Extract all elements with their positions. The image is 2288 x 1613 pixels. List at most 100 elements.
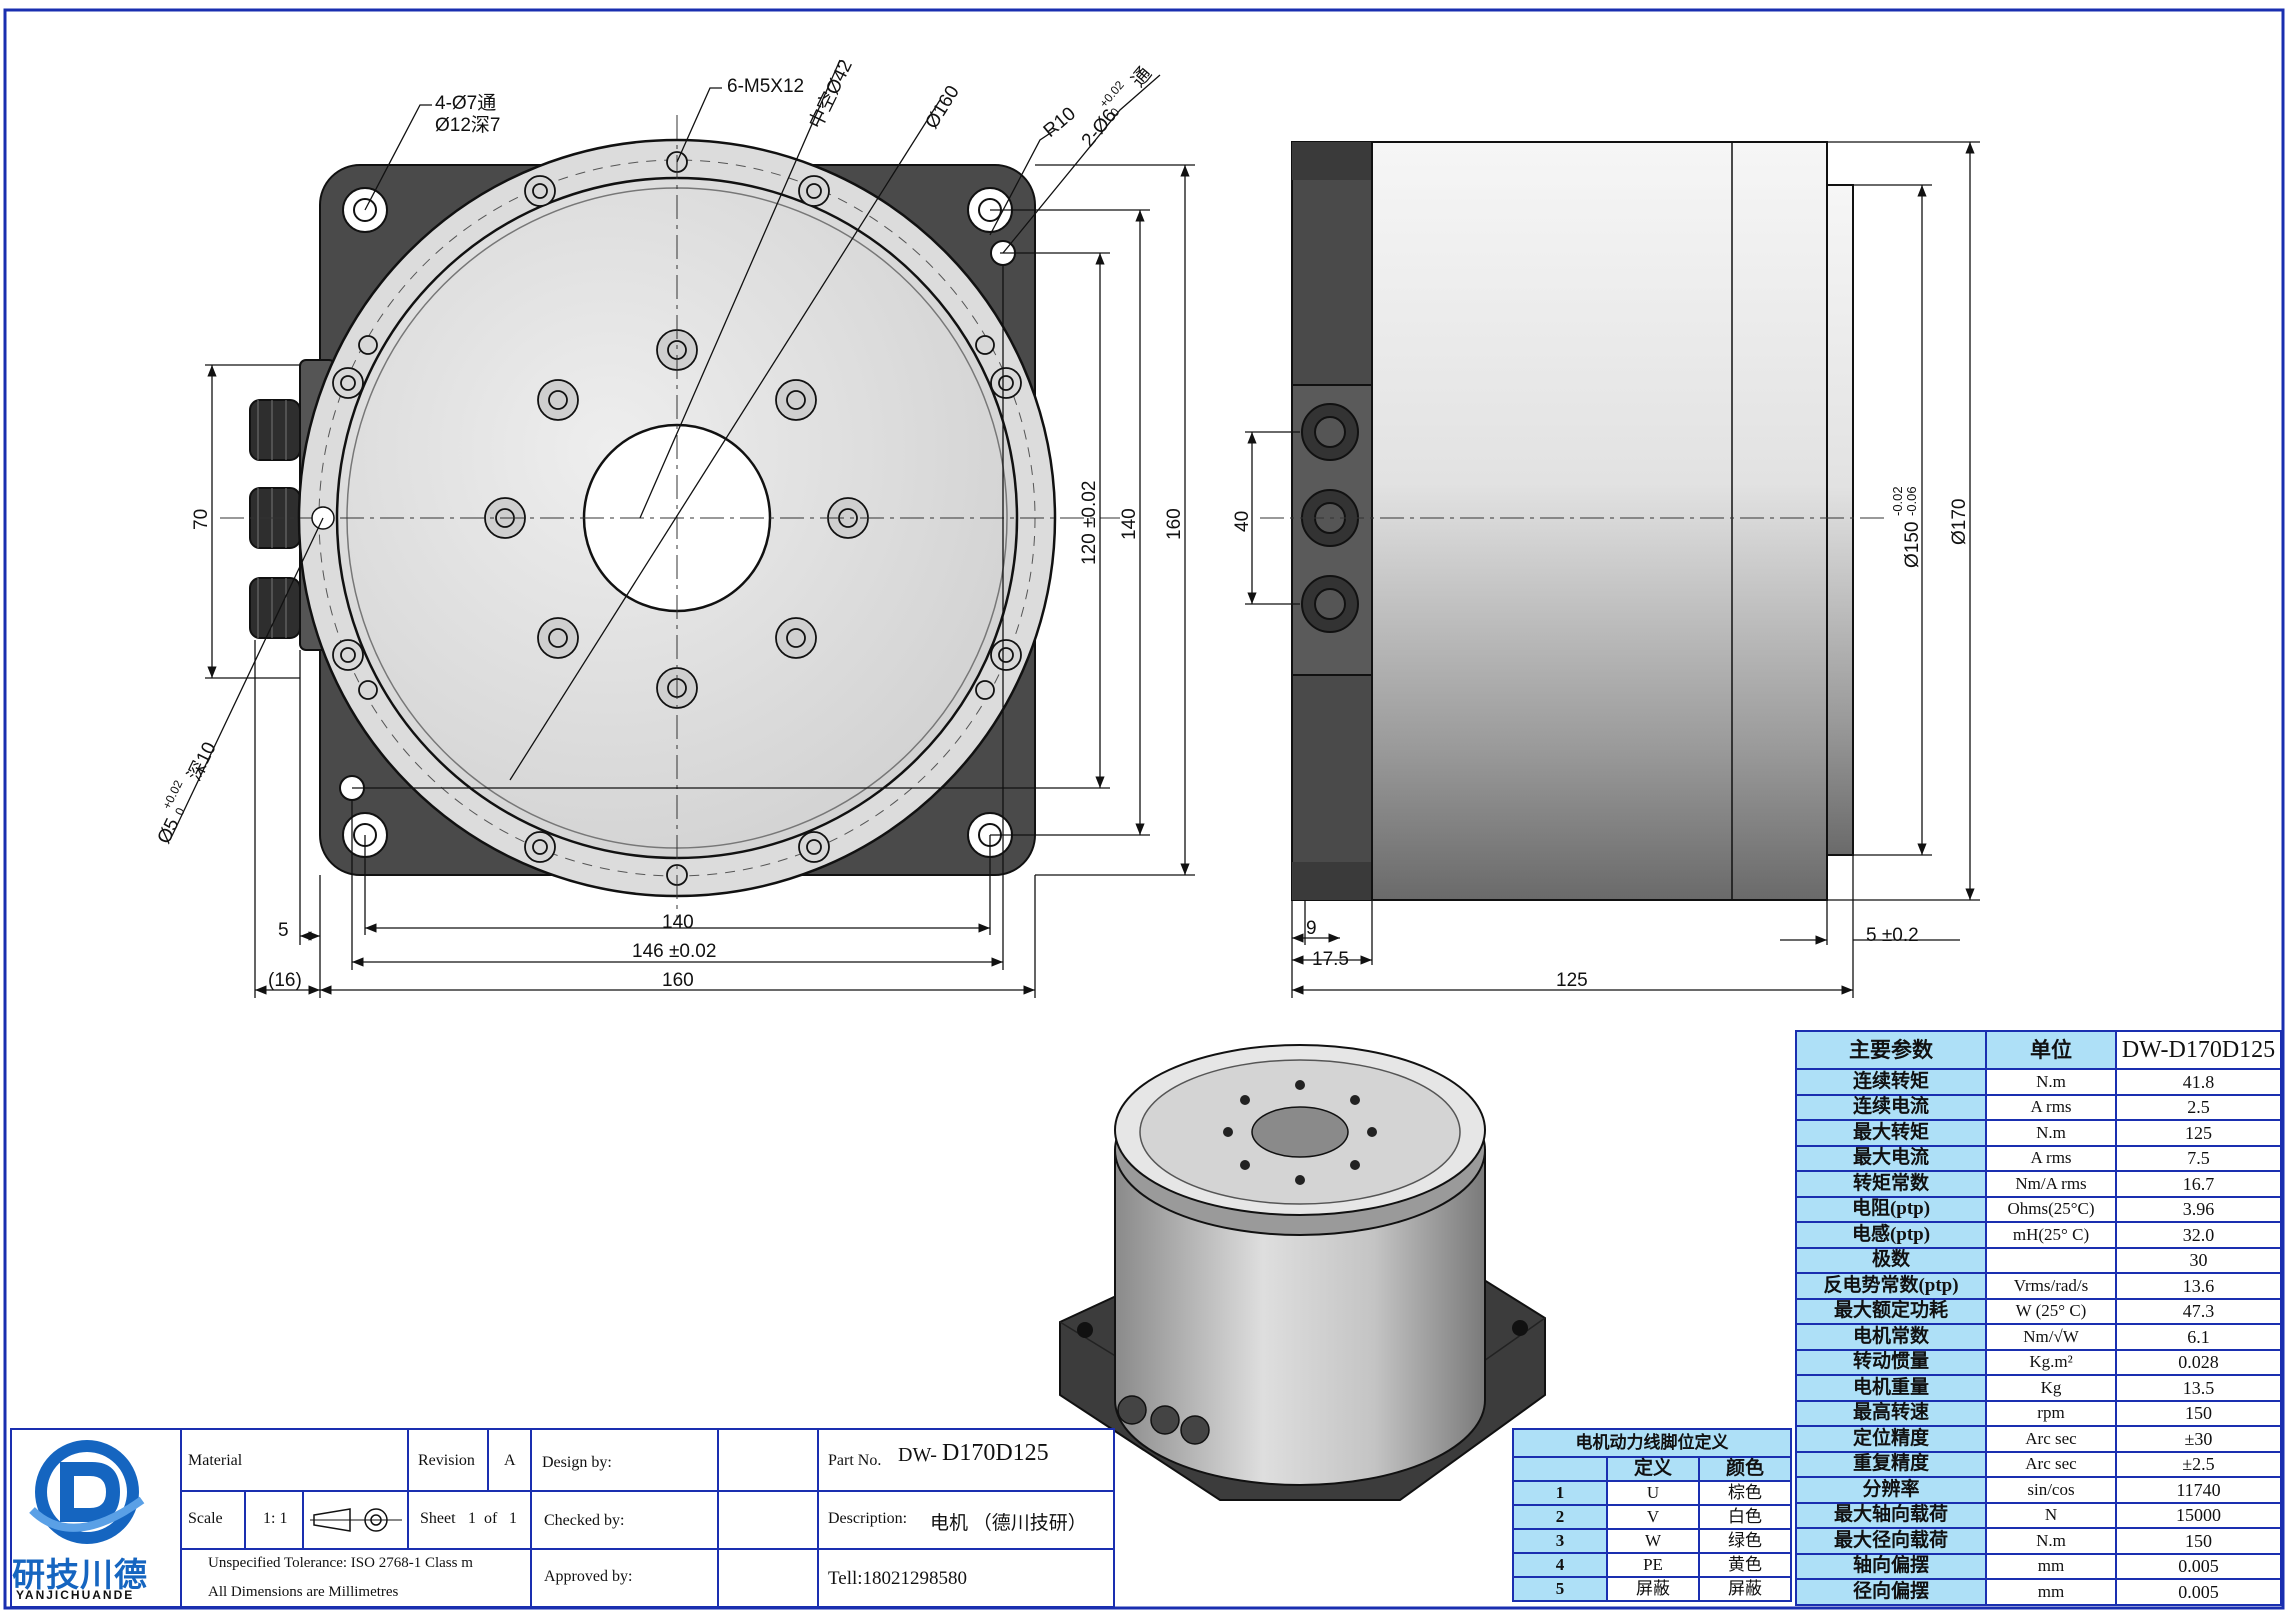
dim-40: 40 — [1232, 511, 1253, 532]
side-output-step — [1826, 184, 1854, 856]
spec-value: ±2.5 — [2115, 1450, 2282, 1478]
spec-value: 0.005 — [2115, 1578, 2282, 1606]
pin-color: 屏蔽 — [1698, 1576, 1792, 1602]
spec-head-param: 主要参数 — [1795, 1030, 1987, 1070]
side-dimensions — [1245, 141, 1980, 998]
pin-index: 2 — [1512, 1504, 1608, 1530]
scale-label: Scale — [188, 1510, 223, 1527]
spec-value: 3.96 — [2115, 1195, 2282, 1223]
spec-param: 电机常数 — [1795, 1323, 1987, 1351]
spec-param: 连续转矩 — [1795, 1068, 1987, 1096]
side-view — [1260, 141, 1890, 901]
pin-index: 3 — [1512, 1528, 1608, 1554]
pin-color: 白色 — [1698, 1504, 1792, 1530]
description-label: Description: — [828, 1510, 908, 1527]
spec-head-model: DW-D170D125 — [2115, 1030, 2282, 1070]
spec-param: 径向偏摆 — [1795, 1578, 1987, 1606]
approved-by: Approved by: — [544, 1568, 633, 1585]
dim-140-h: 140 — [662, 912, 694, 933]
sheet-number: 1 — [468, 1510, 476, 1527]
dim-d170: Ø170 — [1949, 499, 1970, 545]
pin-head-index — [1512, 1456, 1608, 1482]
spec-param: 最高转速 — [1795, 1399, 1987, 1427]
part-no-label: Part No. — [828, 1452, 882, 1469]
telephone: Tell:18021298580 — [828, 1568, 968, 1589]
svg-text:-0.02: -0.02 — [1890, 486, 1905, 516]
projection-symbol-icon — [310, 1508, 402, 1532]
side-body — [1371, 141, 1828, 901]
spec-param: 定位精度 — [1795, 1425, 1987, 1453]
dim-5-tol: 5 ±0.2 — [1866, 925, 1919, 946]
dim-160-h: 160 — [662, 970, 694, 991]
spec-unit: sin/cos — [1985, 1476, 2117, 1504]
spec-param: 电阻(ptp) — [1795, 1195, 1987, 1223]
spec-value: 6.1 — [2115, 1323, 2282, 1351]
pin-def: V — [1606, 1504, 1700, 1530]
revision-value: A — [504, 1452, 516, 1469]
spec-unit: Vrms/rad/s — [1985, 1272, 2117, 1300]
pin-def: W — [1606, 1528, 1700, 1554]
dim-17-5: 17.5 — [1312, 949, 1349, 970]
spec-unit: Nm/A rms — [1985, 1170, 2117, 1198]
spec-value: 7.5 — [2115, 1144, 2282, 1172]
revision-label: Revision — [418, 1452, 475, 1469]
iso-bore — [1251, 1106, 1349, 1158]
spec-unit: Kg — [1985, 1374, 2117, 1402]
spec-unit — [1985, 1246, 2117, 1274]
spec-param: 最大径向载荷 — [1795, 1527, 1987, 1555]
spec-param: 转动惯量 — [1795, 1348, 1987, 1376]
spec-value: 16.7 — [2115, 1170, 2282, 1198]
svg-text:+0.02: +0.02 — [160, 778, 186, 812]
sheet-of: of — [484, 1510, 498, 1527]
dim-160-v: 160 — [1164, 508, 1185, 540]
design-by: Design by: — [542, 1454, 612, 1471]
face-bolts — [484, 329, 869, 709]
spec-unit: N.m — [1985, 1527, 2117, 1555]
sheet-border — [3, 8, 2285, 1610]
spec-unit: mm — [1985, 1578, 2117, 1606]
dim-tapped-holes: 6-M5X12 — [727, 76, 804, 97]
pin-color: 黄色 — [1698, 1552, 1792, 1578]
spec-unit: mm — [1985, 1552, 2117, 1580]
dim-d150: Ø150 -0.02 -0.06 — [1890, 486, 1923, 568]
tolerance-note: Unspecified Tolerance: ISO 2768-1 Class … — [208, 1555, 473, 1571]
spec-param: 分辨率 — [1795, 1476, 1987, 1504]
spec-unit: N.m — [1985, 1068, 2117, 1096]
scale-value: 1: 1 — [263, 1510, 288, 1527]
spec-param: 转矩常数 — [1795, 1170, 1987, 1198]
spec-value: 0.028 — [2115, 1348, 2282, 1376]
spec-param: 轴向偏摆 — [1795, 1552, 1987, 1580]
spec-param: 最大轴向载荷 — [1795, 1501, 1987, 1529]
spec-unit: mH(25° C) — [1985, 1221, 2117, 1249]
spec-unit: N.m — [1985, 1119, 2117, 1147]
pin-def: PE — [1606, 1552, 1700, 1578]
pin-index: 5 — [1512, 1576, 1608, 1602]
spec-value: 0.005 — [2115, 1552, 2282, 1580]
spec-unit: Kg.m² — [1985, 1348, 2117, 1376]
pin-def: 屏蔽 — [1606, 1576, 1700, 1602]
spec-unit: Ohms(25°C) — [1985, 1195, 2117, 1223]
pin-index: 1 — [1512, 1480, 1608, 1506]
pin-color: 棕色 — [1698, 1480, 1792, 1506]
dim-140-v: 140 — [1119, 508, 1140, 540]
spec-param: 最大转矩 — [1795, 1119, 1987, 1147]
spec-value: 11740 — [2115, 1476, 2282, 1504]
spec-param: 最大额定功耗 — [1795, 1297, 1987, 1325]
mounting-holes — [339, 187, 1016, 858]
spec-unit: rpm — [1985, 1399, 2117, 1427]
